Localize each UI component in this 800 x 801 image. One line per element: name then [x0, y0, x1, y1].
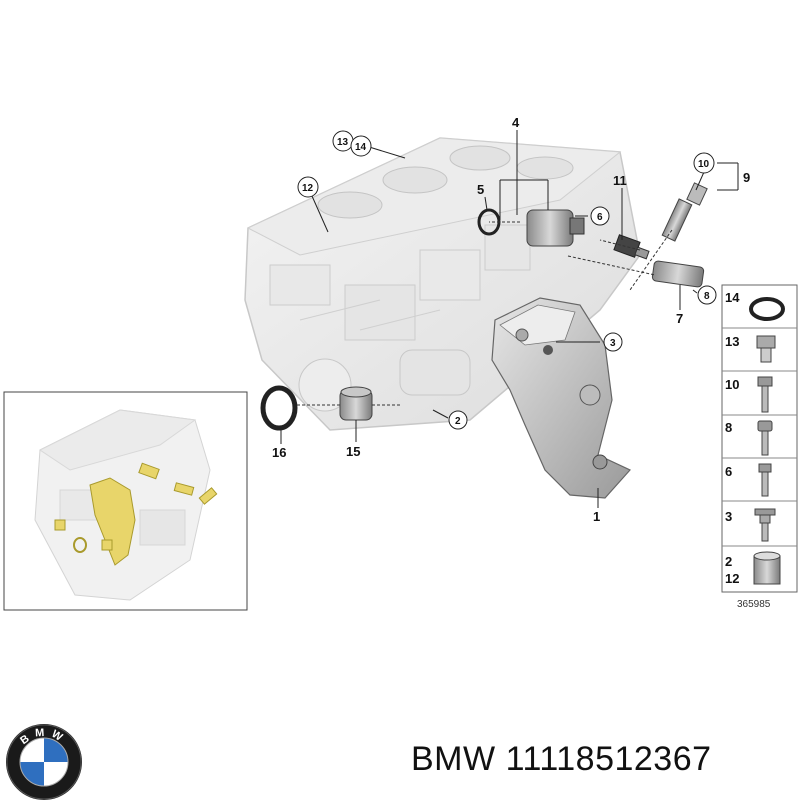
svg-text:3: 3: [725, 509, 732, 524]
legend-row-3: 3: [725, 508, 776, 542]
legend-row-14: 14: [725, 290, 785, 321]
parts-legend: 14 13 10 8 6: [721, 284, 798, 610]
callout-16: 16: [272, 445, 286, 460]
callout-6: 6: [590, 206, 610, 226]
callout-5: 5: [477, 182, 484, 197]
svg-text:14: 14: [725, 290, 740, 305]
caption-part-number: 11118512367: [505, 740, 712, 778]
inset-overview: [3, 391, 248, 611]
svg-text:3: 3: [610, 338, 616, 349]
svg-text:2: 2: [725, 554, 732, 569]
callout-14: 14: [350, 135, 372, 157]
svg-text:13: 13: [337, 137, 349, 148]
engine-mount-bracket: [491, 297, 631, 499]
hex-bolt-icon: [758, 463, 772, 497]
svg-text:6: 6: [725, 464, 732, 479]
inset-highlight-bracket: [54, 462, 218, 566]
plug-15-part: [339, 386, 373, 421]
svg-text:9: 9: [743, 170, 750, 185]
legend-row-8: 8: [725, 420, 773, 456]
sensor-7-part: [651, 260, 705, 288]
dowel-sleeve-icon: [753, 551, 781, 585]
callout-2: 2: [448, 410, 468, 430]
svg-text:10: 10: [725, 377, 739, 392]
legend-row-10: 10: [725, 376, 773, 413]
callout-4: 4: [512, 115, 520, 130]
leader-lines: [280, 130, 739, 508]
sensor-6-part: [526, 209, 585, 247]
svg-text:5: 5: [477, 182, 484, 197]
gasket-ring-icon: [749, 297, 785, 321]
bmw-logo: BMW: [6, 724, 82, 800]
svg-text:16: 16: [272, 445, 286, 460]
legend-row-6: 6: [725, 463, 772, 497]
callout-10: 10: [693, 152, 715, 174]
svg-text:7: 7: [676, 311, 683, 326]
callout-7: 7: [676, 311, 683, 326]
legend-row-13: 13: [725, 334, 776, 363]
callout-8: 8: [697, 285, 717, 305]
callout-3: 3: [603, 332, 623, 352]
svg-text:13: 13: [725, 334, 739, 349]
callout-12: 12: [297, 176, 319, 198]
svg-text:12: 12: [725, 571, 739, 586]
svg-text:10: 10: [698, 159, 710, 170]
plug-screw-icon: [756, 335, 776, 363]
svg-text:6: 6: [597, 212, 603, 223]
svg-text:4: 4: [512, 115, 520, 130]
legend-row-2-12: 2 12: [725, 551, 781, 586]
callout-11: 11: [613, 173, 627, 188]
callout-9: 9: [743, 170, 750, 185]
callout-1: 1: [593, 509, 600, 524]
socket-bolt-icon: [757, 420, 773, 456]
hex-bolt-long-icon: [757, 376, 773, 413]
svg-text:14: 14: [355, 142, 367, 153]
svg-text:1: 1: [593, 509, 600, 524]
svg-text:11: 11: [613, 173, 627, 188]
flange-bolt-icon: [754, 508, 776, 542]
svg-text:15: 15: [346, 444, 360, 459]
svg-text:12: 12: [302, 183, 314, 194]
svg-text:2: 2: [455, 416, 461, 427]
sensor-10-part: [661, 182, 708, 242]
callout-15: 15: [346, 444, 360, 459]
seal-ring-16: [260, 385, 298, 431]
caption-brand: BMW: [411, 740, 496, 778]
reference-number: 365985: [737, 599, 771, 610]
svg-text:8: 8: [725, 420, 732, 435]
svg-text:8: 8: [704, 291, 710, 302]
callout-13: 13: [332, 130, 354, 152]
